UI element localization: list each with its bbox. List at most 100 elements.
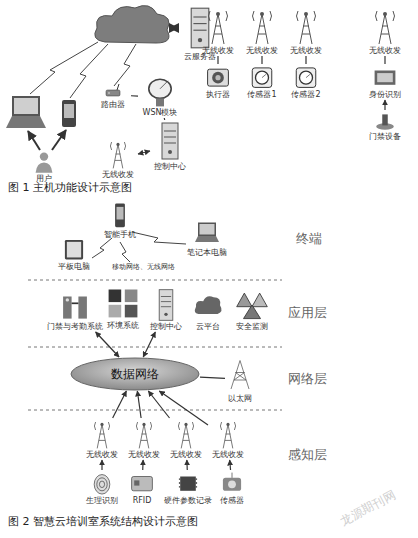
device-node: 身份识别 — [365, 64, 405, 100]
device-icon — [198, 6, 238, 46]
layer-separator — [28, 410, 282, 411]
cloud-server-link — [170, 27, 178, 29]
device-node: WSN模块 — [138, 76, 182, 118]
device-node: 传感器 — [212, 470, 252, 506]
node-label: 传感器1 — [247, 90, 276, 100]
layer-label: 感知层 — [288, 446, 327, 464]
device-node: 无线收发 — [198, 6, 238, 56]
node-label: 传感器 — [220, 496, 244, 506]
user-arrow — [28, 131, 40, 150]
device-icon — [50, 288, 100, 322]
device-icon — [148, 288, 184, 322]
node-label: 生理识别 — [86, 496, 118, 506]
device-node: 智能手机 — [100, 202, 140, 240]
node-label: 无线收发 — [290, 46, 322, 56]
device-node: 传感器1 — [242, 64, 282, 100]
node-label: 门禁设备 — [369, 132, 401, 142]
node-label: 硬件参数记录 — [164, 496, 212, 506]
connector-line — [217, 56, 218, 64]
connector-line — [101, 460, 102, 470]
connector-line — [384, 56, 385, 64]
device-icon — [365, 64, 405, 90]
wireless-bolt — [30, 42, 98, 94]
device-icon — [80, 470, 124, 496]
wireless-bolt — [70, 44, 108, 98]
device-node: 平板电脑 — [54, 236, 94, 272]
node-label: 安全监测 — [236, 322, 268, 332]
device-node: 笔记本电脑 — [184, 218, 230, 258]
device-node: 无线收发 — [166, 418, 206, 460]
watermark: 龙源期刊网 — [338, 487, 399, 530]
device-icon — [162, 470, 214, 496]
device-icon — [122, 470, 162, 496]
connector-line — [142, 460, 144, 470]
device-icon — [232, 288, 272, 322]
connector-line — [186, 460, 188, 470]
device-node: 生理识别 — [80, 470, 124, 506]
node-label: 无线收发 — [102, 170, 134, 180]
node-label: 环境系统 — [107, 321, 139, 331]
node-label: 无线收发 — [86, 450, 118, 460]
device-node: RFID — [122, 470, 162, 506]
layer-label: 终端 — [296, 230, 322, 248]
wireless-bolt — [92, 238, 112, 258]
node-label: 笔记本电脑 — [187, 248, 227, 258]
connector-line — [137, 391, 141, 418]
node-label: 身份识别 — [369, 90, 401, 100]
device-node: 控制中心 — [150, 120, 190, 172]
connector-line — [384, 100, 385, 110]
device-node: 无线收发 — [208, 418, 248, 460]
device-icon — [124, 418, 164, 450]
connector-line — [113, 391, 127, 418]
node-label: 路由器 — [101, 100, 125, 110]
device-icon — [242, 6, 282, 46]
device-icon — [184, 218, 230, 248]
device-icon — [166, 418, 206, 450]
wireless-bolt — [114, 44, 136, 86]
device-icon — [198, 64, 238, 90]
connector-line — [143, 332, 155, 357]
node-label: 以太网 — [228, 394, 252, 404]
node-label: 无线收发 — [212, 450, 244, 460]
device-icon — [286, 6, 326, 46]
device-node: 无线收发 — [124, 418, 164, 460]
device-icon — [365, 110, 405, 132]
phone-icon — [62, 100, 76, 127]
device-node: 无线收发 — [242, 6, 282, 56]
node-label: 控制中心 — [150, 322, 182, 332]
node-label: WSN模块 — [143, 108, 178, 118]
layer-separator — [28, 280, 282, 281]
device-icon — [212, 470, 252, 496]
device-icon — [82, 418, 122, 450]
device-icon — [54, 236, 94, 262]
node-label: 无线收发 — [246, 46, 278, 56]
device-icon — [242, 64, 282, 90]
device-node: 硬件参数记录 — [162, 470, 214, 506]
wireless-bolt — [120, 242, 130, 262]
device-icon — [286, 64, 326, 90]
device-icon — [100, 202, 140, 230]
node-label: 无线收发 — [170, 450, 202, 460]
layer-label: 移动网络、无线网络 — [112, 262, 175, 272]
connector-line — [164, 118, 166, 120]
layer-separator — [28, 347, 282, 348]
device-node: 环境系统 — [102, 285, 144, 331]
connector-line — [96, 332, 119, 357]
node-label: 智能手机 — [104, 230, 136, 240]
device-node: 传感器2 — [286, 64, 326, 100]
device-icon — [95, 80, 131, 100]
device-node: 以太网 — [225, 354, 255, 404]
device-icon — [208, 418, 248, 450]
device-node: 无线收发 — [82, 418, 122, 460]
node-label: 无线收发 — [202, 46, 234, 56]
node-label: RFID — [133, 496, 152, 506]
node-label: 数据网络 — [111, 367, 159, 381]
node-label: 门禁与考勤系统 — [47, 322, 103, 332]
device-node: 门禁设备 — [365, 110, 405, 142]
laptop-icon — [6, 96, 46, 128]
user-arrow — [52, 130, 66, 150]
connector-line — [138, 151, 150, 154]
node-label: 无线收发 — [369, 46, 401, 56]
device-icon — [188, 290, 228, 322]
connector-line — [159, 391, 208, 425]
